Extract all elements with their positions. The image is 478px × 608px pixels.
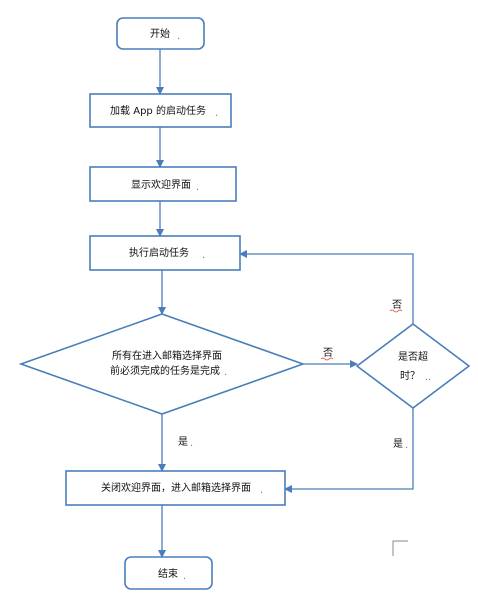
svg-text:.: . <box>177 31 180 42</box>
timeout-line2-label: 时？ <box>400 370 420 382</box>
svg-text:.: . <box>183 571 186 582</box>
load-tasks-label: 加载 App 的启动任务 <box>110 104 206 117</box>
end-label: 结束 <box>158 567 178 580</box>
close-welcome-node: 关闭欢迎界面，进入邮箱选择界面 . <box>65 470 286 506</box>
show-welcome-node: 显示欢迎界面 . <box>89 166 237 202</box>
exec-tasks-node: 执行启动任务 . <box>89 235 241 271</box>
svg-text:.: . <box>405 440 408 451</box>
load-tasks-node: 加载 App 的启动任务 . <box>89 93 232 128</box>
edge-label-no-2: 否 <box>392 299 402 311</box>
timeout-decision: 是否超 时？ .. <box>355 323 471 409</box>
svg-text:.: . <box>196 182 199 193</box>
start-label: 开始 <box>150 27 170 40</box>
exec-tasks-label: 执行启动任务 <box>129 246 189 259</box>
edge-label-yes-2: 是 <box>393 438 403 450</box>
svg-text:.: . <box>260 485 263 496</box>
check-line1-label: 所有在进入邮箱选择界面 <box>112 349 222 362</box>
arrow-timeout-to-close <box>284 408 414 493</box>
start-node: 开始 . <box>116 17 205 50</box>
edge-label-yes-1: 是 <box>178 436 188 448</box>
edge-label-no-1: 否 <box>323 347 333 359</box>
timeout-line1-label: 是否超 <box>398 350 428 363</box>
svg-text:.: . <box>215 108 218 119</box>
arrow-timeout-to-exec <box>239 250 414 324</box>
show-welcome-label: 显示欢迎界面 <box>131 178 191 191</box>
svg-text:..: .. <box>425 372 431 383</box>
svg-text:.: . <box>190 438 193 449</box>
close-welcome-label: 关闭欢迎界面，进入邮箱选择界面 <box>101 481 251 494</box>
end-node: 结束 . <box>124 556 213 590</box>
svg-text:.: . <box>202 250 205 261</box>
corner-mark <box>392 540 408 556</box>
check-line2-label: 前必须完成的任务是完成 <box>110 364 220 377</box>
svg-text:.: . <box>224 367 227 378</box>
tasks-complete-decision: 所有在进入邮箱选择界面 前必须完成的任务是完成 . <box>18 313 306 415</box>
